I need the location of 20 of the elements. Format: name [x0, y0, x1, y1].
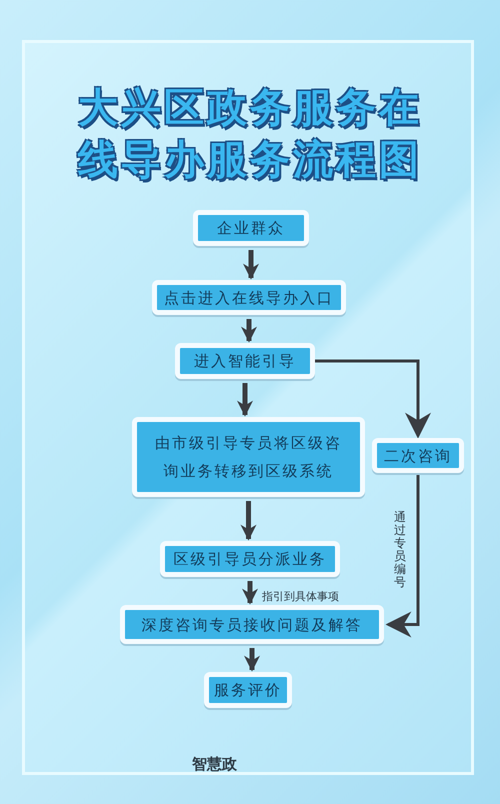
edge-label: 指引到具体事项	[262, 589, 339, 604]
arrow	[315, 360, 431, 439]
process-box: 由市级引导专员将区级咨询业务转移到区级系统	[132, 417, 365, 497]
process-box: 区级引导员分派业务	[160, 541, 340, 577]
footer-text: 智慧政	[192, 755, 237, 774]
arrow	[385, 473, 420, 638]
title: 大兴区政务服务在线导办服务流程图	[76, 84, 423, 185]
arrow	[244, 648, 260, 672]
process-box: 服务评价	[204, 672, 292, 708]
arrow	[241, 319, 257, 343]
process-box: 企业群众	[193, 210, 309, 246]
process-box: 点击进入在线导办入口	[152, 280, 346, 315]
process-box: 深度咨询专员接收问题及解答	[120, 605, 384, 644]
process-box: 进入智能引导	[175, 343, 315, 379]
process-box: 二次咨询	[372, 438, 464, 473]
edge-label: 通过专员编号	[394, 511, 406, 589]
arrow	[242, 581, 258, 605]
arrow	[240, 501, 256, 541]
arrow	[237, 383, 253, 417]
arrow	[243, 250, 259, 280]
